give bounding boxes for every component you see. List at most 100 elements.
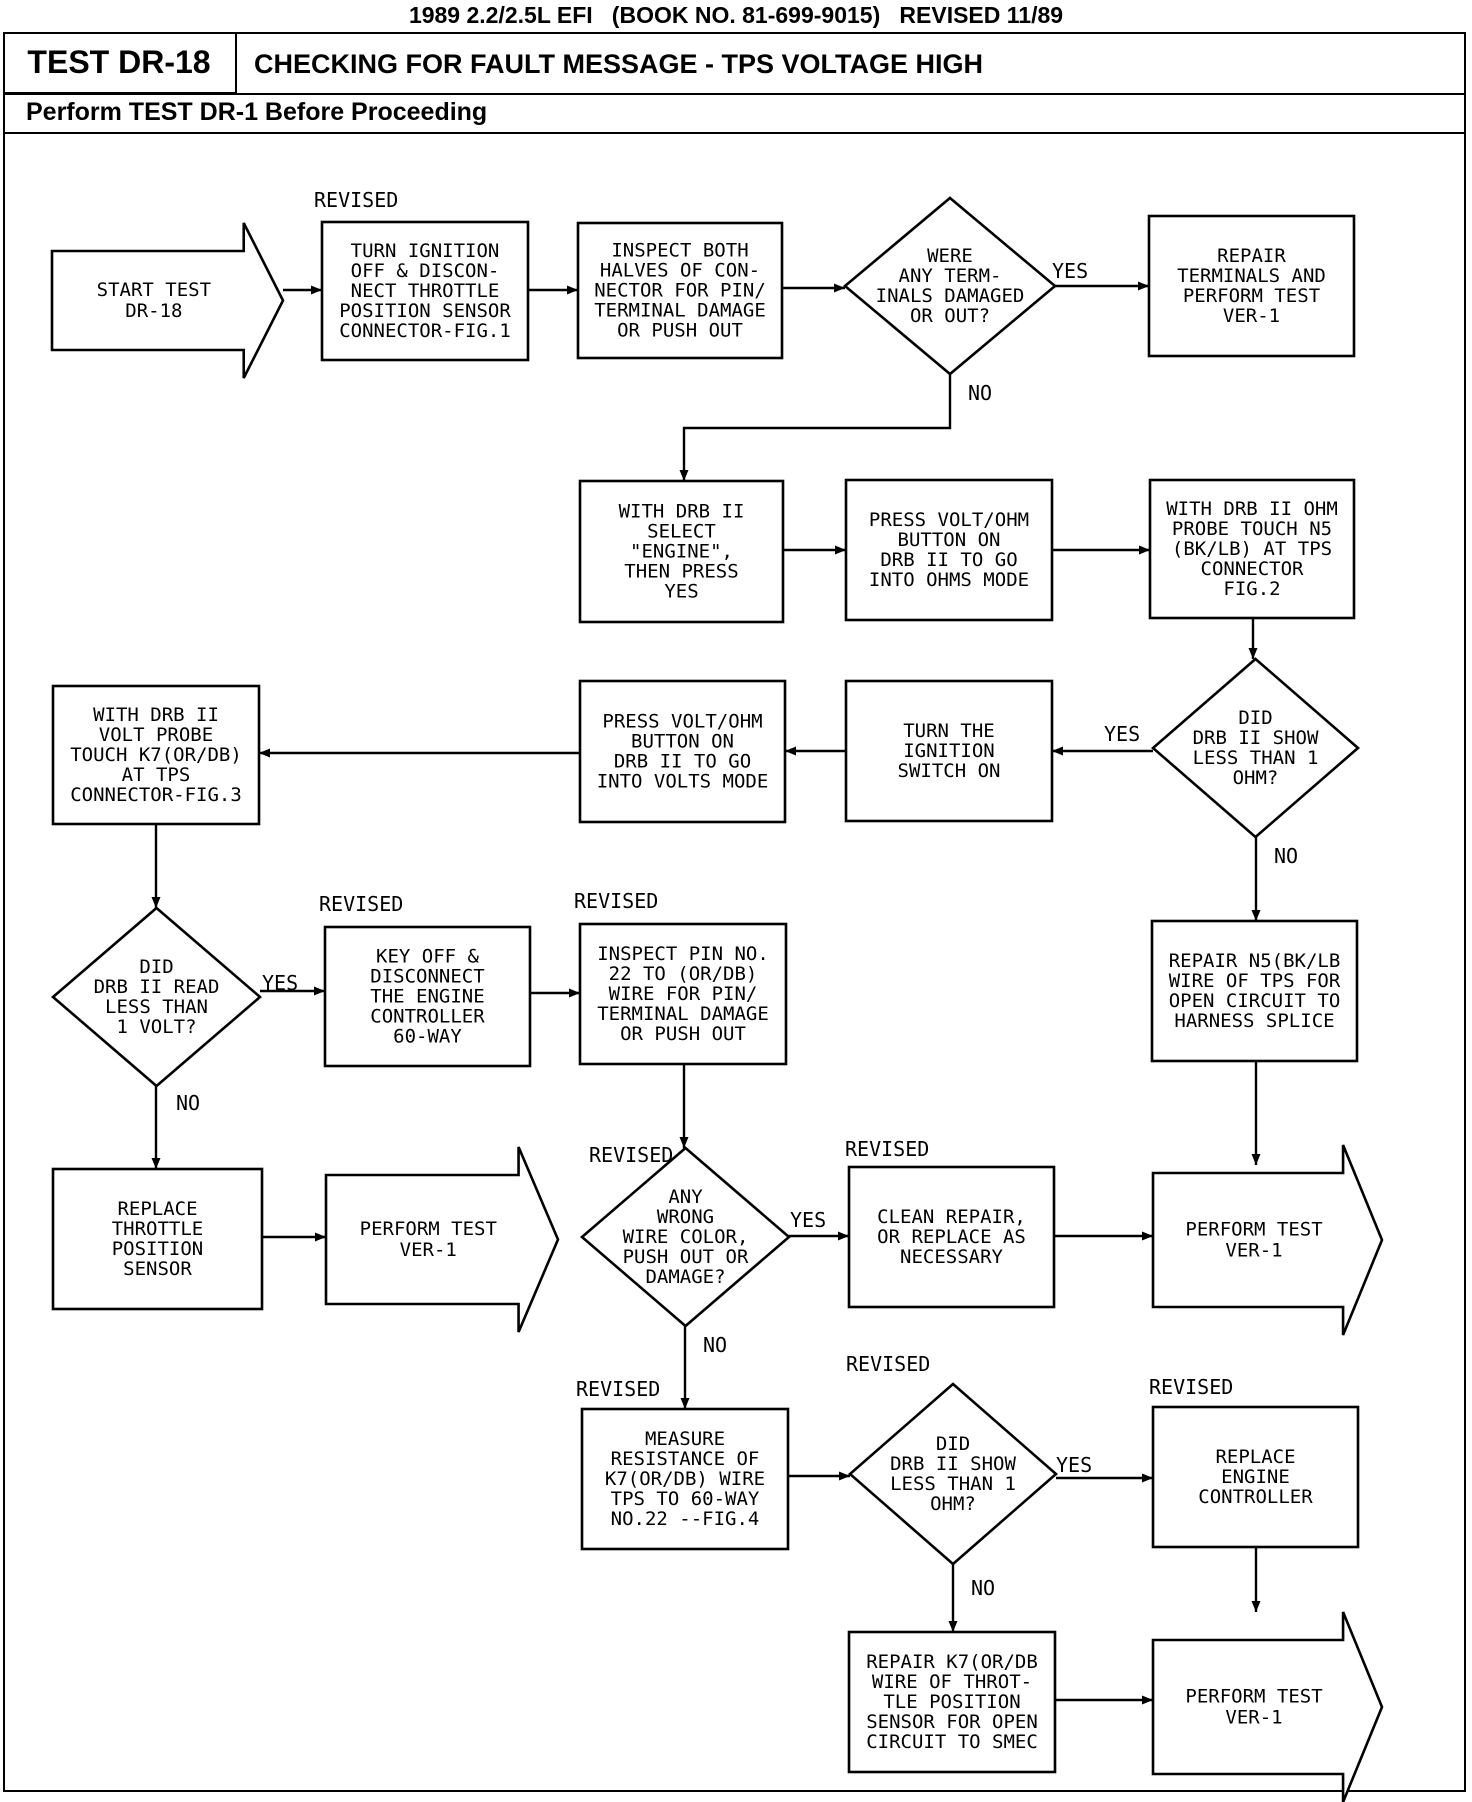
node-text-line: OR PUSH OUT <box>620 1023 746 1045</box>
process-box <box>1147 214 1356 358</box>
process-box <box>323 925 532 1068</box>
arrowhead <box>679 1137 689 1148</box>
node-text-line: WRONG <box>657 1206 714 1228</box>
node-text-line: TOUCH K7(OR/DB) <box>70 744 242 766</box>
branch-label: NO <box>176 1091 200 1115</box>
node-text-line: HARNESS SPLICE <box>1174 1010 1334 1032</box>
node-text-line: ANY TERM- <box>899 265 1002 287</box>
node-text-line: 1 VOLT? <box>116 1016 196 1038</box>
process-box <box>580 1407 790 1551</box>
node-text-line: DISCONNECT <box>370 966 484 988</box>
node-text-line: IGNITION <box>903 740 995 762</box>
node-text-line: 22 TO (OR/DB) <box>609 963 758 985</box>
flow-edge <box>788 1471 850 1481</box>
branch-label: NO <box>1274 844 1298 868</box>
arrowhead <box>839 1471 850 1481</box>
node-text-line: BUTTON ON <box>631 731 734 753</box>
terminal-arrow <box>1151 1144 1384 1336</box>
node-text-line: PROBE TOUCH N5 <box>1172 518 1332 540</box>
arrowhead <box>1248 648 1258 659</box>
node-text-line: VER-1 <box>400 1239 457 1261</box>
node-text-line: TERMINAL DAMAGE <box>594 300 766 322</box>
revised-note: REVISED <box>846 1352 930 1376</box>
node-text-line: WIRE COLOR, <box>623 1226 749 1248</box>
process-box <box>1151 1405 1360 1549</box>
arrowhead <box>835 545 846 555</box>
node-text-line: INTO VOLTS MODE <box>597 771 769 793</box>
test-title: CHECKING FOR FAULT MESSAGE - TPS VOLTAGE… <box>254 49 984 79</box>
node-text-line: SWITCH ON <box>898 760 1001 782</box>
flow-node-n14: CLEAN REPAIR,OR REPLACE ASNECESSARYREVIS… <box>845 1137 1056 1309</box>
flow-node-n12: INSPECT PIN NO.22 TO (OR/DB)WIRE FOR PIN… <box>574 889 788 1066</box>
revised-note: REVISED <box>576 1377 660 1401</box>
node-text-line: DAMAGE? <box>645 1266 725 1288</box>
arrowhead <box>311 285 322 295</box>
node-text-line: WERE <box>927 245 973 267</box>
node-text-line: VOLT PROBE <box>99 724 213 746</box>
node-text-line: ENGINE <box>1221 1466 1290 1488</box>
node-text-line: FIG.2 <box>1223 578 1280 600</box>
node-text-line: OR PUSH OUT <box>617 320 743 342</box>
node-text-line: AT TPS <box>122 764 191 786</box>
node-text-line: (BK/LB) AT TPS <box>1172 538 1332 560</box>
node-text-line: SENSOR <box>123 1258 192 1280</box>
branch-label: NO <box>703 1333 727 1357</box>
flow-edge <box>528 285 578 295</box>
node-text-line: RESISTANCE OF <box>611 1448 760 1470</box>
node-text-line: DID <box>936 1433 970 1455</box>
node-text-line: SENSOR FOR OPEN <box>866 1711 1038 1733</box>
node-text-line: TURN IGNITION <box>351 240 500 262</box>
node-text-line: NECTOR FOR PIN/ <box>594 280 766 302</box>
node-text-line: DRB II READ <box>94 976 220 998</box>
node-text-line: PERFORM TEST <box>1185 1686 1322 1708</box>
node-text-line: THE ENGINE <box>370 986 484 1008</box>
node-text-line: THEN PRESS <box>624 561 738 583</box>
test-frame <box>3 32 1466 1792</box>
node-text-line: VER-1 <box>1225 1707 1282 1729</box>
node-text-line: WIRE OF TPS FOR <box>1169 970 1341 992</box>
flow-edge: NO <box>151 1086 200 1169</box>
flow-edge <box>1055 1695 1153 1705</box>
flow-edge <box>283 285 322 295</box>
flow-edge: YES <box>789 1208 849 1241</box>
process-box <box>578 922 788 1066</box>
terminal-arrow <box>1151 1611 1384 1802</box>
arrowhead <box>679 470 689 481</box>
node-text-line: TURN THE <box>903 720 995 742</box>
node-text-line: PERFORM TEST <box>1185 1219 1322 1241</box>
branch-label: YES <box>1052 259 1088 283</box>
process-box <box>847 1630 1057 1774</box>
node-text-line: DID <box>139 956 173 978</box>
node-text-line: REPLACE <box>1215 1446 1295 1468</box>
arrowhead <box>838 1231 849 1241</box>
node-text-line: DRB II SHOW <box>890 1453 1016 1475</box>
arrowhead <box>567 285 578 295</box>
flow-edge <box>679 1064 689 1148</box>
node-text-line: TLE POSITION <box>883 1691 1020 1713</box>
revised-note: REVISED <box>314 188 398 212</box>
node-text-line: REPAIR K7(OR/DB <box>866 1651 1038 1673</box>
node-text-line: DRB II SHOW <box>1193 727 1319 749</box>
node-text-line: PERFORM TEST <box>360 1218 497 1240</box>
node-text-line: MEASURE <box>645 1428 725 1450</box>
flow-edge: NO <box>1251 837 1298 921</box>
node-text-line: KEY OFF & <box>376 946 480 968</box>
node-text-line: CONTROLLER <box>1198 1486 1313 1508</box>
node-text-line: NO.22 --FIG.4 <box>611 1508 760 1530</box>
node-text-line: DRB II TO GO <box>880 549 1017 571</box>
node-text-line: "ENGINE", <box>630 541 733 563</box>
flow-edge <box>782 283 845 293</box>
node-text-line: OR OUT? <box>910 305 990 327</box>
arrowhead <box>1052 746 1063 756</box>
